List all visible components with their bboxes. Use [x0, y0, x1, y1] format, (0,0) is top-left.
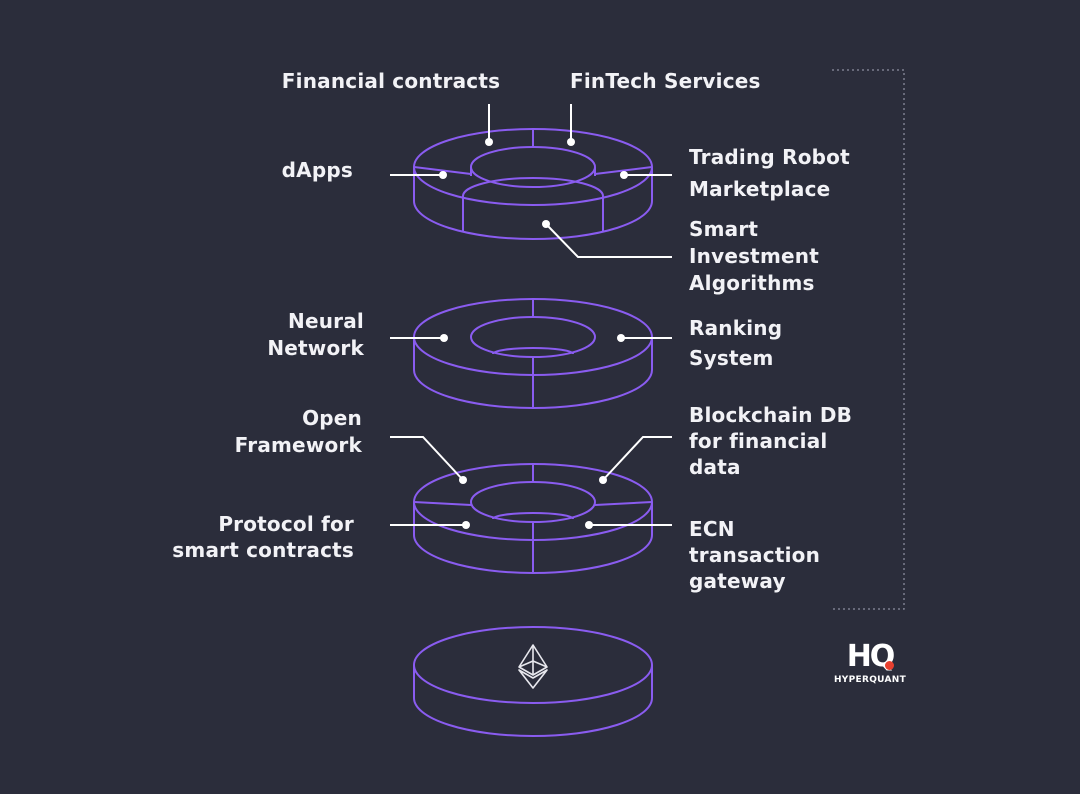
middle-ring — [413, 298, 653, 409]
label-line: Smart — [689, 217, 759, 241]
label-line: smart contracts — [172, 538, 354, 562]
label-line: for financial — [689, 429, 828, 453]
label-line: Protocol for — [218, 512, 354, 536]
label-line: ECN — [689, 517, 735, 541]
label-line: Algorithms — [689, 271, 815, 295]
label-fintech-services: FinTech Services — [570, 69, 761, 93]
label-line: Marketplace — [689, 177, 831, 201]
logo-wordmark: HYPERQUANT — [833, 675, 907, 685]
base-disk — [413, 626, 653, 737]
logo-dot — [885, 661, 895, 670]
label-smart-investment: Smart Investment Algorithms — [689, 216, 819, 297]
label-line: System — [689, 346, 774, 370]
logo-mark: HQ — [847, 640, 896, 674]
ethereum-icon — [518, 644, 548, 689]
label-blockchain-db: Blockchain DB for financial data — [689, 402, 852, 480]
label-line: Open — [302, 406, 362, 430]
lower-ring — [413, 463, 653, 574]
label-line: Ranking — [689, 316, 783, 340]
label-line: Blockchain DB — [689, 403, 853, 427]
label-ranking-system: Ranking System — [689, 313, 782, 373]
label-trading-robot: Trading Robot Marketplace — [689, 141, 850, 205]
leader-lines — [390, 104, 672, 526]
label-line: Neural — [288, 309, 364, 333]
label-line: Trading Robot — [689, 145, 850, 169]
hyperquant-logo: HQ HYPERQUANT — [820, 640, 920, 686]
label-line: Framework — [234, 433, 362, 457]
right-bracket — [832, 69, 905, 610]
label-line: Investment — [689, 244, 819, 268]
label-open-framework: Open Framework — [200, 405, 362, 459]
label-line: Network — [267, 336, 364, 360]
label-line: data — [689, 455, 741, 479]
leader-dots — [439, 138, 628, 529]
label-dapps: dApps — [281, 158, 353, 182]
label-financial-contracts: Financial contracts — [281, 69, 501, 93]
label-protocol-smart-contracts: Protocol for smart contracts — [150, 511, 354, 563]
label-line: gateway — [689, 569, 786, 593]
label-ecn-gateway: ECN transaction gateway — [689, 516, 820, 594]
label-line: transaction — [689, 543, 821, 567]
top-ring — [413, 128, 653, 240]
label-neural-network: Neural Network — [200, 308, 364, 362]
